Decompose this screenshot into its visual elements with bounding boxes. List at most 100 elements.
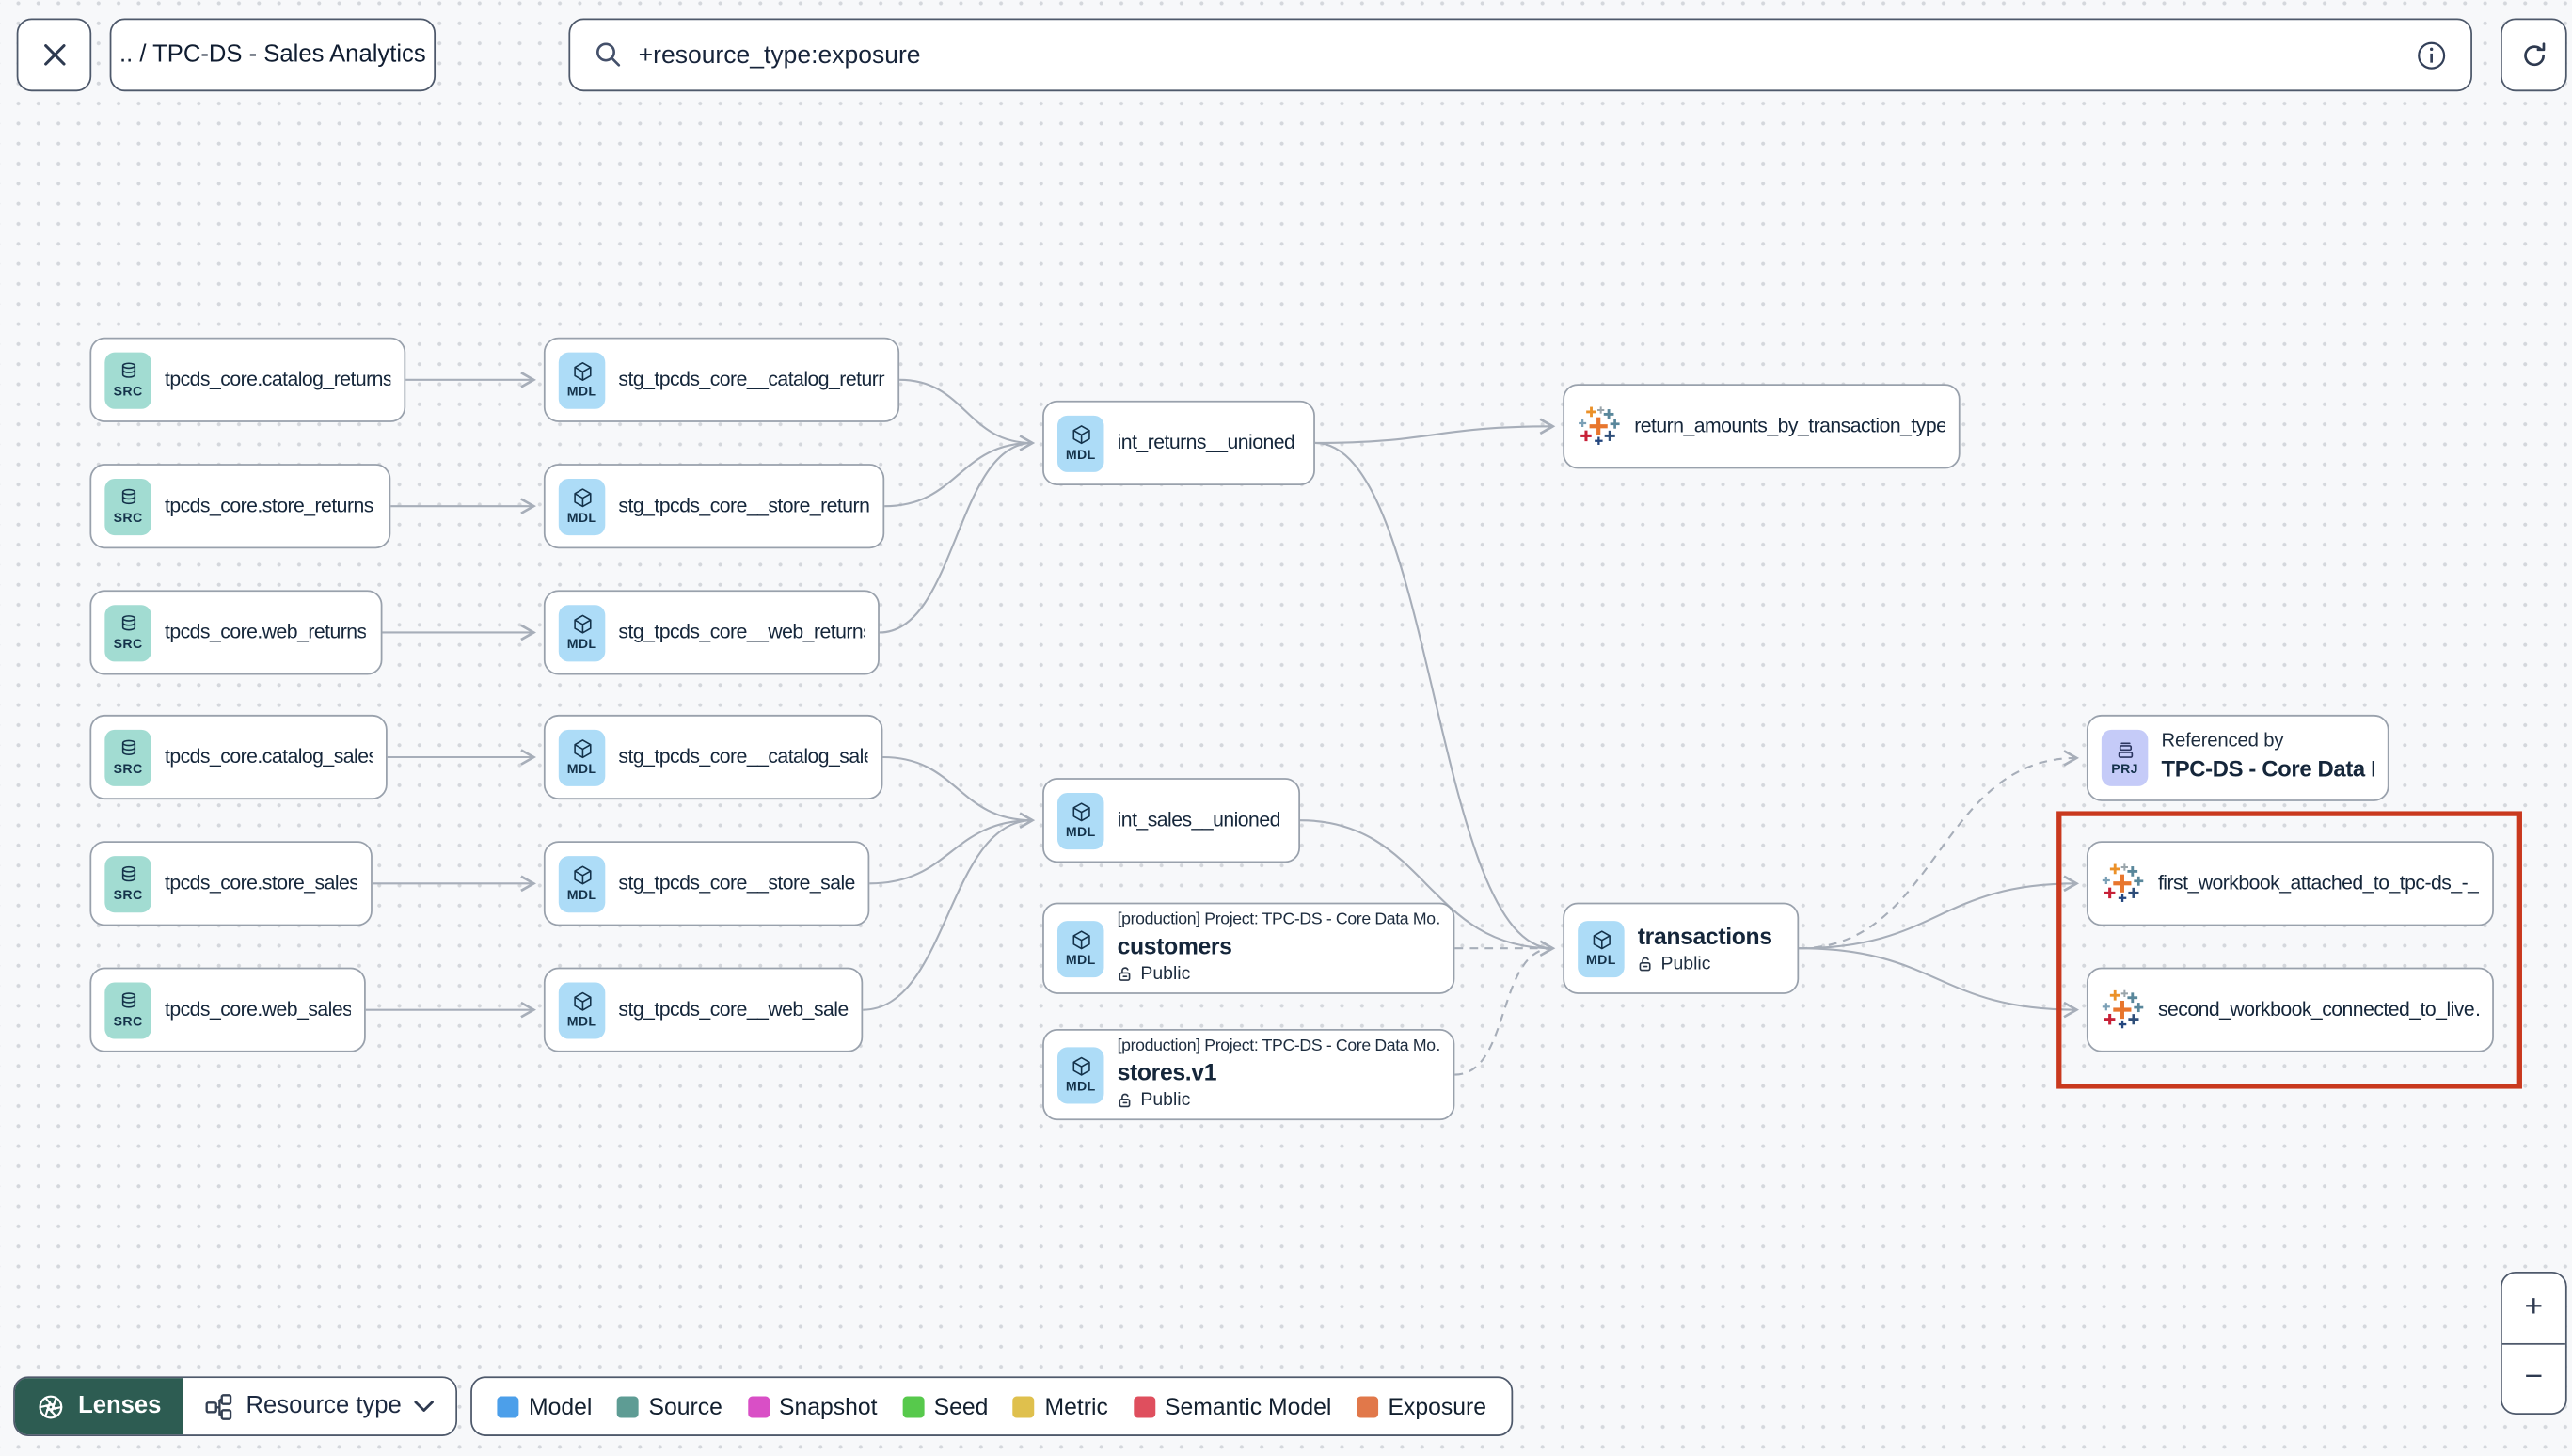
- node-label: stg_tpcds_core__catalog_returns: [618, 368, 885, 392]
- node-access: Public: [1118, 963, 1440, 987]
- model-badge-icon: MDL: [1056, 414, 1104, 472]
- node-src-web-sales[interactable]: SRC tpcds_core.web_sales: [89, 967, 366, 1052]
- unlock-icon: [1638, 956, 1655, 973]
- node-label: stg_tpcds_core__web_returns: [618, 620, 865, 644]
- breadcrumb[interactable]: .. / TPC-DS - Sales Analytics: [109, 18, 437, 92]
- model-badge-icon: MDL: [558, 728, 606, 786]
- lenses-button[interactable]: Lenses: [14, 1378, 183, 1435]
- node-first-workbook[interactable]: first_workbook_attached_to_tpc-ds_-_…: [2086, 841, 2494, 926]
- legend-swatch: [1012, 1395, 1035, 1417]
- source-badge-icon: SRC: [104, 478, 151, 535]
- node-text: stg_tpcds_core__catalog_sales: [618, 744, 867, 771]
- node-meta: Referenced by: [2161, 732, 2284, 752]
- legend-label: Seed: [933, 1392, 989, 1420]
- node-src-store-returns[interactable]: SRC tpcds_core.store_returns: [89, 464, 391, 549]
- resource-type-dropdown[interactable]: Resource type: [183, 1378, 457, 1435]
- legend-item-exposure: Exposure: [1356, 1393, 1486, 1419]
- edge-stg-store-sales-to-int-sales-unioned: [869, 812, 1036, 885]
- model-badge-icon: MDL: [1578, 920, 1625, 977]
- node-text: [production] Project: TPC-DS - Core Data…: [1118, 910, 1440, 987]
- legend-swatch: [1133, 1395, 1155, 1417]
- legend-swatch: [902, 1395, 925, 1417]
- node-label: customers: [1117, 933, 1232, 960]
- legend-swatch: [1356, 1395, 1378, 1417]
- node-text: stg_tpcds_core__store_returns: [618, 493, 869, 520]
- lenses-toolbar: Lenses Resource type: [13, 1376, 458, 1436]
- edge-stg-store-returns-to-int-returns-unioned: [884, 435, 1036, 508]
- node-text: int_sales__unioned: [1118, 807, 1280, 834]
- close-button[interactable]: [16, 18, 92, 92]
- legend-swatch: [616, 1395, 639, 1417]
- tableau-exposure-icon: [2102, 862, 2145, 905]
- node-meta: [production] Project: TPC-DS - Core Data…: [1117, 1037, 1440, 1056]
- node-stg-web-returns[interactable]: MDL stg_tpcds_core__web_returns: [543, 590, 880, 675]
- node-label: stg_tpcds_core__store_sales: [618, 871, 855, 895]
- refresh-button[interactable]: [2501, 18, 2567, 92]
- edge-stg-web-returns-to-int-returns-unioned: [879, 441, 1033, 634]
- node-customers[interactable]: MDL[production] Project: TPC-DS - Core D…: [1042, 902, 1455, 994]
- legend-swatch: [747, 1395, 770, 1417]
- model-badge-icon: MDL: [1056, 1046, 1104, 1103]
- tableau-exposure-icon: [2102, 989, 2145, 1032]
- node-text: tpcds_core.store_returns: [165, 493, 373, 520]
- lenses-label: Lenses: [78, 1392, 162, 1420]
- source-badge-icon: SRC: [104, 981, 151, 1038]
- legend-item-seed: Seed: [902, 1393, 988, 1419]
- legend-label: Metric: [1044, 1392, 1108, 1420]
- node-text: stg_tpcds_core__store_sales: [618, 870, 854, 897]
- node-access: Public: [1638, 952, 1772, 975]
- node-label: int_sales__unioned: [1117, 808, 1280, 832]
- edge-stg-web-sales-to-int-sales-unioned: [863, 819, 1033, 1011]
- node-stg-store-returns[interactable]: MDL stg_tpcds_core__store_returns: [543, 464, 885, 549]
- legend-label: Snapshot: [778, 1392, 878, 1420]
- close-icon: [40, 41, 67, 68]
- resource-type-legend: Model Source Snapshot Seed Metric Semantic Mo…: [470, 1376, 1514, 1436]
- edge-int-returns-unioned-to-transactions: [1314, 441, 1553, 950]
- node-text: tpcds_core.web_returns: [165, 619, 367, 646]
- info-icon[interactable]: [2416, 40, 2448, 71]
- resource-type-label: Resource type: [246, 1392, 402, 1420]
- legend-label: Source: [648, 1392, 722, 1420]
- node-label: transactions: [1637, 922, 1772, 949]
- unlock-icon: [1118, 967, 1135, 984]
- zoom-in-button[interactable]: +: [2524, 1289, 2544, 1325]
- node-stg-catalog-sales[interactable]: MDL stg_tpcds_core__catalog_sales: [543, 714, 883, 800]
- legend-item-semantic-model: Semantic Model: [1133, 1393, 1331, 1419]
- node-text: stg_tpcds_core__catalog_returns: [618, 367, 884, 394]
- hierarchy-icon: [204, 1392, 232, 1420]
- zoom-out-button[interactable]: −: [2501, 1342, 2565, 1413]
- node-text: first_workbook_attached_to_tpc-ds_-_…: [2158, 870, 2479, 897]
- node-label: second_workbook_connected_to_live…: [2157, 998, 2480, 1021]
- model-badge-icon: MDL: [558, 478, 606, 535]
- project-badge-icon: PRJ: [2101, 729, 2149, 786]
- refresh-icon: [2518, 40, 2550, 71]
- node-label: stg_tpcds_core__store_returns: [618, 494, 870, 518]
- node-return-amounts-by-transaction-type[interactable]: return_amounts_by_transaction_type: [1563, 384, 1961, 469]
- zoom-controls: + −: [2501, 1271, 2567, 1415]
- node-stores-v1[interactable]: MDL [production] Project: TPC-DS - Core D…: [1042, 1028, 1455, 1121]
- model-badge-icon: MDL: [558, 604, 606, 661]
- search-input[interactable]: [638, 40, 2401, 70]
- edge-stg-catalog-returns-to-int-returns-unioned: [899, 378, 1033, 445]
- unlock-icon: [1118, 1093, 1135, 1110]
- chevron-down-icon: [415, 1400, 435, 1413]
- legend-label: Model: [528, 1392, 593, 1420]
- node-label: stg_tpcds_core__catalog_sales: [618, 745, 868, 769]
- legend-label: Semantic Model: [1164, 1392, 1332, 1420]
- node-label: tpcds_core.web_sales: [164, 998, 351, 1021]
- node-text: return_amounts_by_transaction_type: [1634, 413, 1945, 440]
- node-second-workbook[interactable]: second_workbook_connected_to_live…: [2086, 967, 2494, 1052]
